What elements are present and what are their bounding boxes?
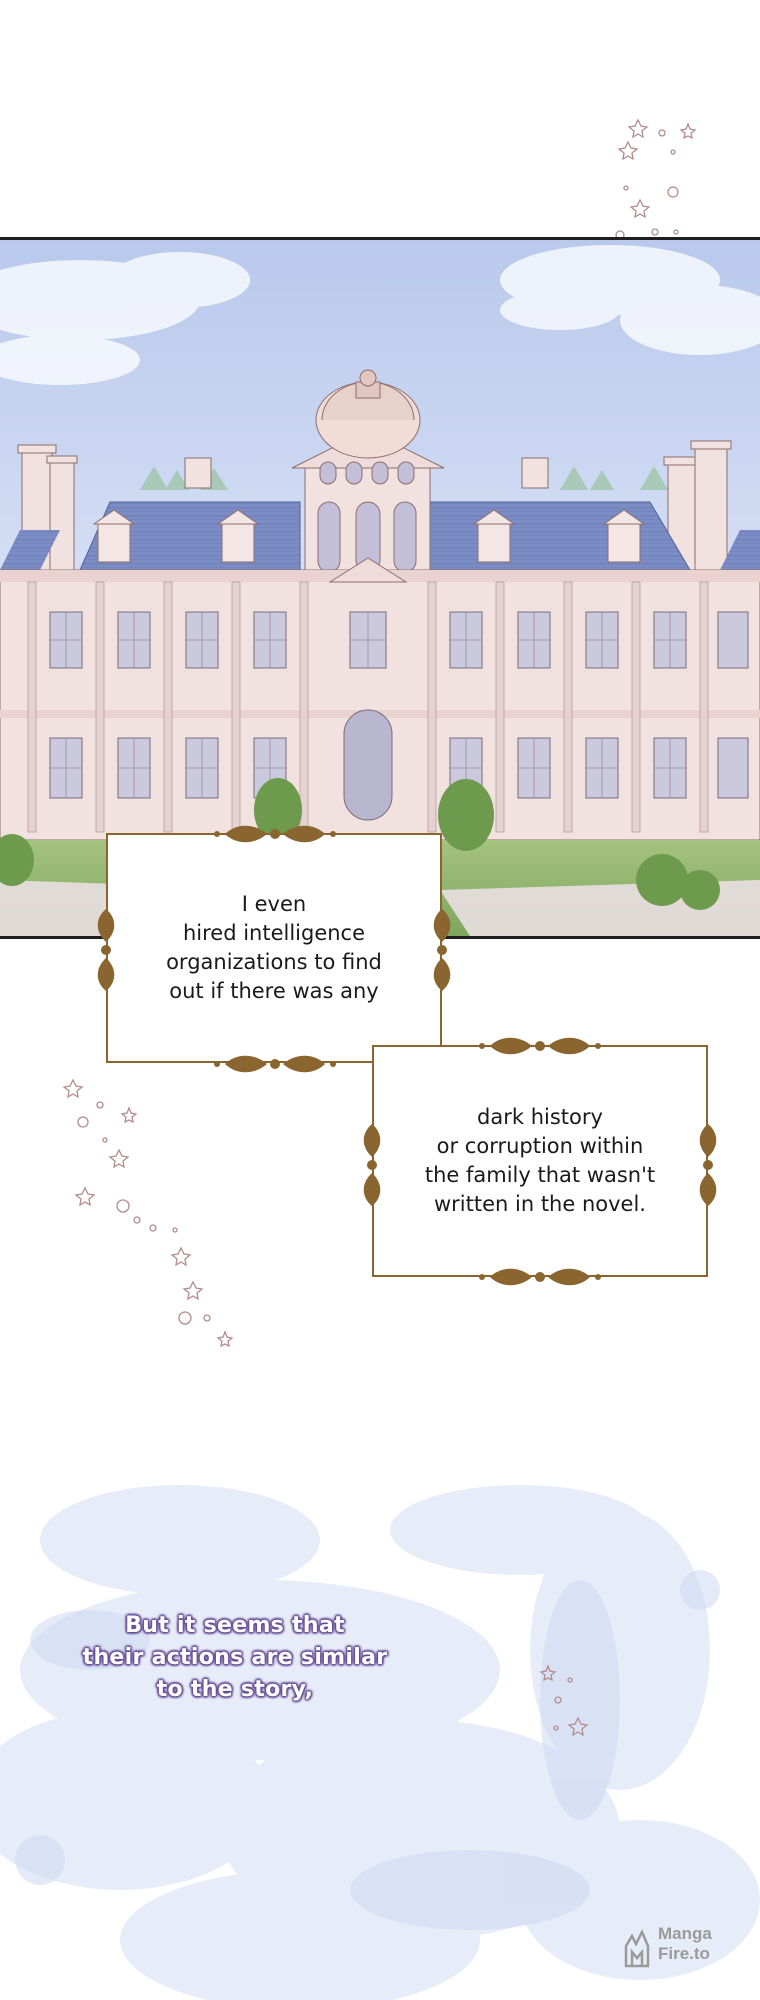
flourish-ornament-icon bbox=[699, 1124, 717, 1206]
caption-box-2-text: dark history or corruption within the fa… bbox=[425, 1103, 655, 1219]
caption-line: written in the novel. bbox=[433, 1192, 646, 1216]
caption-line: dark history bbox=[477, 1105, 603, 1129]
caption-line: organizations to find bbox=[166, 950, 382, 974]
narration-line: their actions are similar bbox=[82, 1645, 388, 1670]
caption-box-2: dark history or corruption within the fa… bbox=[372, 1045, 708, 1277]
sparkle-stars-top bbox=[615, 118, 697, 240]
sparkle-stars-left bbox=[62, 1078, 234, 1348]
caption-line: I even bbox=[241, 892, 307, 916]
watermark: Manga Fire.to bbox=[618, 1922, 748, 1972]
caption-line: or corruption within bbox=[436, 1134, 644, 1158]
narration-line: to the story, bbox=[156, 1677, 314, 1702]
flourish-ornament-icon bbox=[363, 1124, 381, 1206]
narration-line: But it seems that bbox=[125, 1613, 345, 1638]
flourish-ornament-icon bbox=[214, 825, 336, 843]
flourish-ornament-icon bbox=[479, 1268, 601, 1286]
flourish-ornament-icon bbox=[433, 909, 451, 991]
caption-line: hired intelligence bbox=[182, 921, 366, 945]
watermark-line: Manga bbox=[658, 1924, 712, 1943]
watercolor-wash bbox=[0, 1485, 760, 2000]
flourish-ornament-icon bbox=[479, 1037, 601, 1055]
mangafire-logo-icon bbox=[624, 1929, 650, 1968]
narration-text: But it seems that their actions are simi… bbox=[60, 1610, 410, 1706]
watermark-text: Manga Fire.to bbox=[658, 1924, 712, 1964]
caption-box-1: I even hired intelligence organizations … bbox=[106, 833, 442, 1063]
caption-line: the family that wasn't bbox=[424, 1163, 656, 1187]
flourish-ornament-icon bbox=[97, 909, 115, 991]
flourish-ornament-icon bbox=[214, 1055, 336, 1073]
caption-box-1-text: I even hired intelligence organizations … bbox=[166, 890, 382, 1006]
watermark-line: Fire.to bbox=[658, 1944, 710, 1963]
palace-illustration bbox=[0, 240, 760, 936]
caption-line: out if there was any bbox=[169, 979, 379, 1003]
